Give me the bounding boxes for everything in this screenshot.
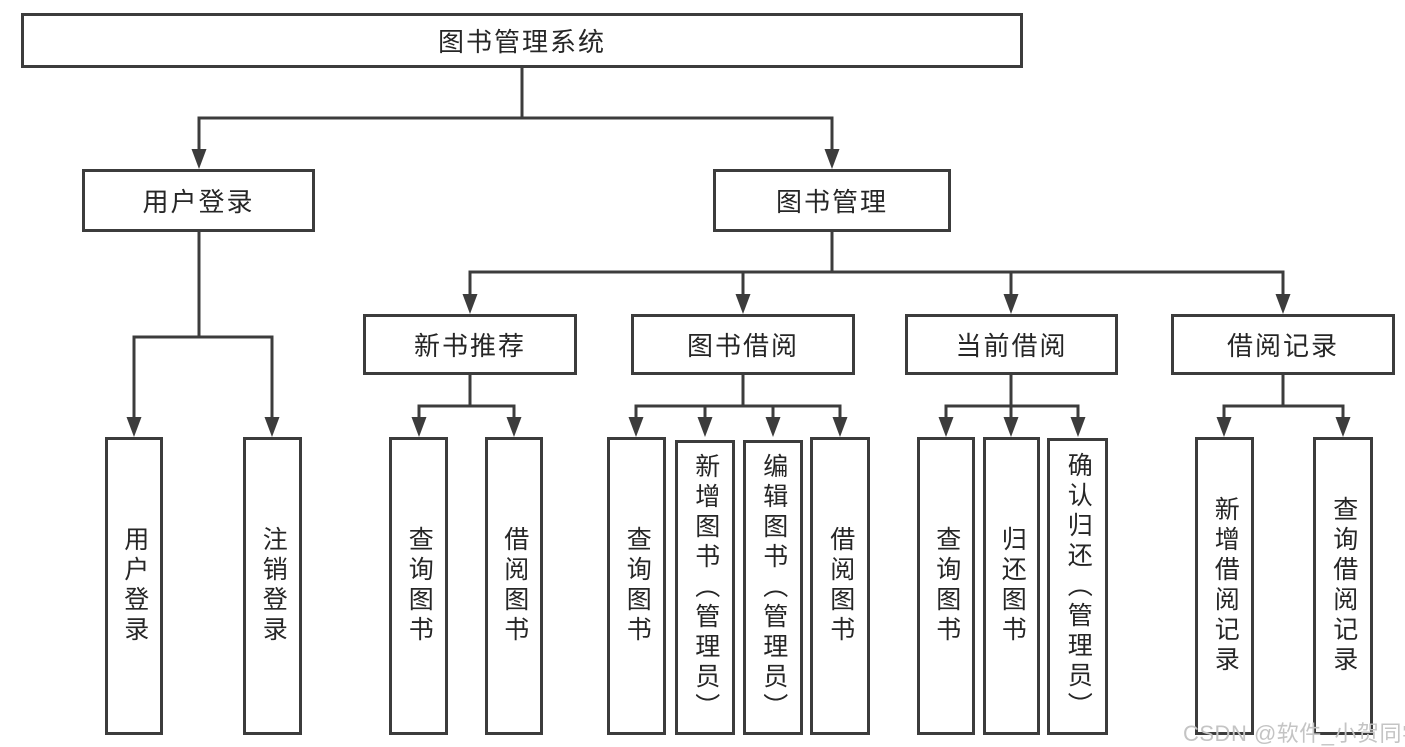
csdn-watermark: CSDN @软件_小贺同学	[1183, 721, 1405, 746]
leaf-user-login: 用户登录	[105, 437, 163, 735]
node-borrowing-records: 借阅记录	[1171, 314, 1395, 375]
arrow-down-icon	[1335, 417, 1351, 437]
connector-records-children	[1216, 373, 1351, 437]
leaf-query-books-current: 查询图书	[917, 437, 975, 735]
arrow-down-icon	[1216, 417, 1232, 437]
arrow-down-icon	[1275, 294, 1291, 314]
leaf-query-borrow-record: 查询借阅记录	[1313, 437, 1373, 735]
leaf-logout: 注销登录	[243, 437, 302, 735]
arrow-down-icon	[765, 417, 781, 437]
arrow-down-icon	[126, 417, 142, 437]
connector-user-login-children	[126, 230, 280, 437]
arrow-down-icon	[1070, 417, 1086, 437]
arrow-down-icon	[1003, 294, 1019, 314]
arrow-down-icon	[1003, 417, 1019, 437]
arrow-down-icon	[506, 417, 522, 437]
node-new-book-recommend: 新书推荐	[363, 314, 577, 375]
leaf-borrow-books-recommend: 借阅图书	[485, 437, 543, 735]
arrow-down-icon	[462, 294, 478, 314]
node-book-management: 图书管理	[713, 169, 951, 232]
arrow-down-icon	[411, 417, 427, 437]
node-user-login: 用户登录	[82, 169, 315, 232]
arrow-down-icon	[628, 417, 644, 437]
connector-new-books-children	[411, 373, 522, 437]
connector-borrowing-children	[628, 373, 848, 437]
connector-current-children	[938, 373, 1086, 437]
leaf-query-books-borrowing: 查询图书	[607, 437, 666, 735]
arrow-down-icon	[264, 417, 280, 437]
node-library-system: 图书管理系统	[21, 13, 1023, 68]
arrow-down-icon	[735, 294, 751, 314]
arrow-down-icon	[938, 417, 954, 437]
arrow-down-icon	[697, 417, 713, 437]
arrow-down-icon	[191, 149, 207, 169]
arrow-down-icon	[832, 417, 848, 437]
node-book-borrowing: 图书借阅	[631, 314, 855, 375]
leaf-add-book-admin: 新增图书（管理员）	[675, 440, 735, 735]
leaf-query-books-recommend: 查询图书	[389, 437, 448, 735]
leaf-return-books: 归还图书	[983, 437, 1040, 735]
connector-root-to-level2	[191, 66, 840, 169]
leaf-confirm-return-admin: 确认归还（管理员）	[1047, 438, 1108, 735]
connector-book-management-to-level3	[462, 230, 1291, 314]
leaf-borrow-books-borrowing: 借阅图书	[810, 437, 870, 735]
arrow-down-icon	[824, 149, 840, 169]
node-current-borrowing: 当前借阅	[905, 314, 1118, 375]
leaf-add-borrow-record: 新增借阅记录	[1195, 437, 1254, 735]
leaf-edit-book-admin: 编辑图书（管理员）	[743, 440, 803, 735]
